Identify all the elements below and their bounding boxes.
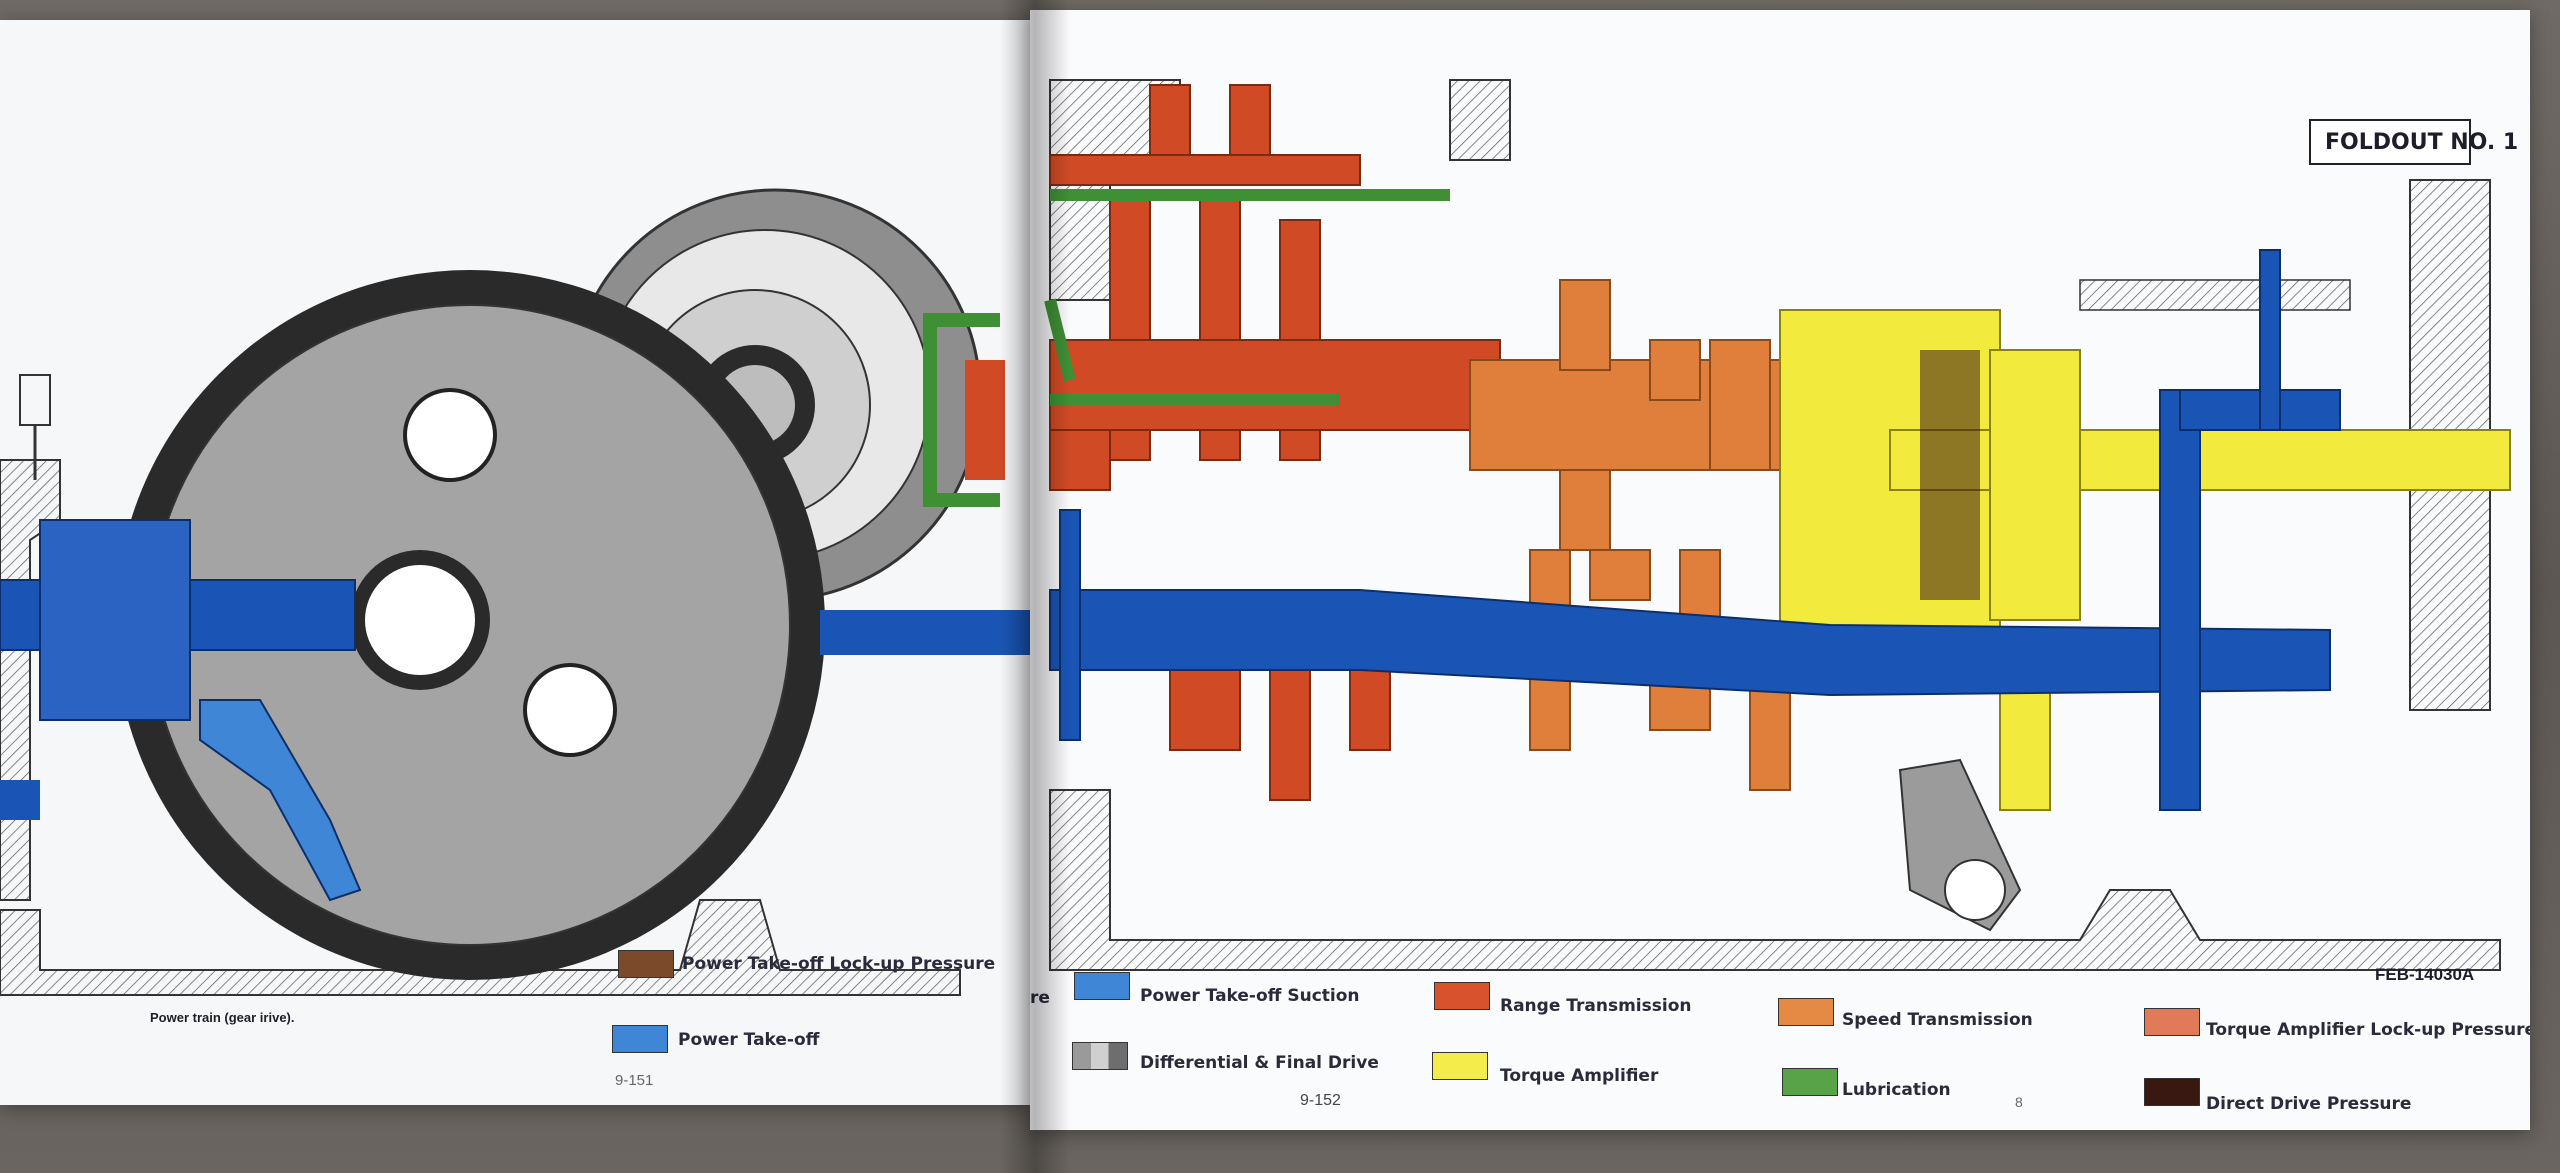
legend-label-pto: Power Take-off xyxy=(678,1030,820,1050)
right-housing-base xyxy=(1049,789,2501,971)
legend-swatch-pto-lockup xyxy=(618,950,674,978)
legend-swatch-pto xyxy=(612,1025,668,1053)
legend-label-torque-amp: Torque Amplifier xyxy=(1500,1066,1659,1086)
small-page-number: 8 xyxy=(2015,1094,2023,1110)
right-page: FOLDOUT NO. 1 FEB-14030A re Power Take-o… xyxy=(1030,10,2530,1130)
legend-swatch-differential xyxy=(1072,1042,1128,1070)
left-page: Power train (gear irive). Power Take-off… xyxy=(0,20,1030,1105)
left-page-number: 9-151 xyxy=(615,1072,654,1089)
pto-shaft xyxy=(0,519,1030,902)
legend-label-direct-drive: Direct Drive Pressure xyxy=(2206,1094,2412,1114)
legend-swatch-ta-lockup xyxy=(2144,1008,2200,1036)
range-transmission xyxy=(1049,84,1501,801)
main-shaft xyxy=(1049,249,2341,811)
legend-label-lubrication: Lubrication xyxy=(1842,1080,1951,1100)
foldout-title: FOLDOUT NO. 1 xyxy=(2325,130,2519,155)
legend-swatch-speed xyxy=(1778,998,1834,1026)
legend-label-pto-suction: Power Take-off Suction xyxy=(1140,986,1360,1006)
legend-swatch-direct-drive xyxy=(2144,1078,2200,1106)
legend-swatch-range xyxy=(1434,982,1490,1010)
legend-cut-fragment: re xyxy=(1030,988,1050,1008)
legend-label-differential: Differential & Final Drive xyxy=(1140,1053,1379,1073)
legend-label-speed: Speed Transmission xyxy=(1842,1010,2033,1030)
right-page-number: 9-152 xyxy=(1300,1092,1341,1109)
legend-label-pto-lockup: Power Take-off Lock-up Pressure xyxy=(682,954,996,974)
direct-drive-pressure xyxy=(1920,350,1980,600)
legend-swatch-torque-amp xyxy=(1432,1052,1488,1080)
right-drawing xyxy=(1044,79,2511,971)
legend-swatch-lubrication xyxy=(1782,1068,1838,1096)
left-drawing xyxy=(0,188,1030,996)
left-caption: Power train (gear irive). xyxy=(150,1010,295,1025)
legend-swatch-pto-suction xyxy=(1074,972,1130,1000)
torque-amplifier xyxy=(1779,309,2511,811)
legend-label-range: Range Transmission xyxy=(1500,996,1692,1016)
housing-base xyxy=(0,899,961,996)
figure-code: FEB-14030A xyxy=(2375,965,2475,984)
legend-label-ta-lockup: Torque Amplifier Lock-up Pressure xyxy=(2206,1020,2530,1040)
